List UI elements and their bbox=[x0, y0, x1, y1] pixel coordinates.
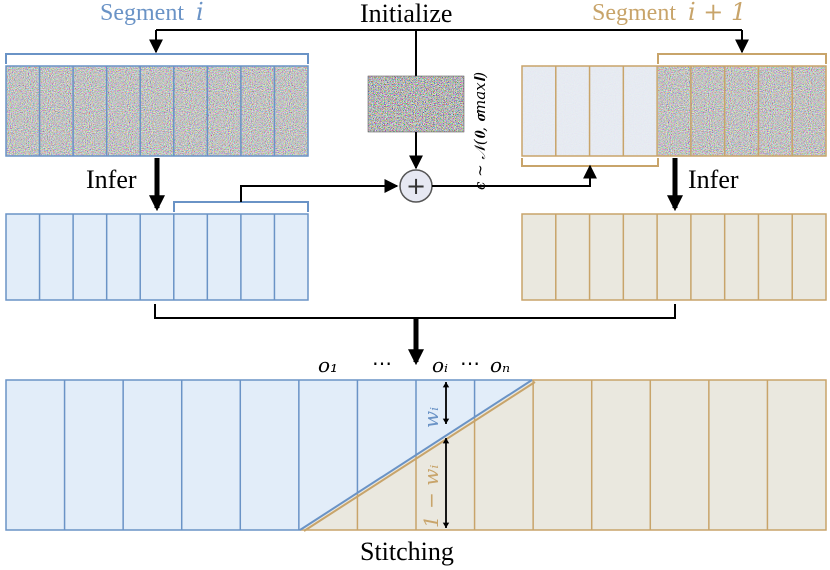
label-one-minus-wi: 1 − wᵢ bbox=[419, 465, 443, 528]
infer-right-label: Infer bbox=[688, 165, 739, 194]
initialize-connector bbox=[149, 29, 749, 76]
segment-i-noisy-frames bbox=[5, 65, 309, 157]
svg-text:+: + bbox=[406, 172, 426, 200]
merge-connector bbox=[154, 304, 676, 319]
label-dots-2: ⋯ bbox=[460, 351, 480, 375]
noise-sample bbox=[367, 75, 465, 133]
segment-i-overlap-bracket bbox=[173, 201, 309, 212]
plus-to-segment-next-arrow bbox=[432, 164, 597, 187]
noise-formula: ϵ ∼ 𝒩(𝟎, 𝛔max𝐈) bbox=[471, 72, 489, 190]
infer-left-label: Infer bbox=[86, 165, 137, 194]
label-dots-1: ⋯ bbox=[372, 351, 392, 375]
segment-next-bottom-bracket bbox=[521, 158, 659, 167]
segment-i-top-bracket bbox=[5, 53, 309, 64]
segment-next-denoised-frames bbox=[521, 213, 827, 301]
label-wi: wᵢ bbox=[419, 407, 443, 428]
segment-i-label: Segment i bbox=[100, 0, 204, 26]
segment-i-denoised-frames bbox=[5, 213, 309, 301]
initialize-label: Initialize bbox=[360, 0, 452, 28]
stitched-frames bbox=[5, 379, 827, 532]
stitching-label: Stitching bbox=[360, 537, 454, 566]
plus-node: + bbox=[399, 169, 433, 203]
label-on: oₙ bbox=[490, 353, 510, 377]
segment-next-top-bracket bbox=[657, 53, 827, 64]
overlap-to-plus-connector bbox=[240, 179, 399, 202]
segment-next-label: Segment i + 1 bbox=[592, 0, 746, 26]
segment-next-noisy-frames bbox=[521, 65, 827, 157]
label-oi: oᵢ bbox=[432, 353, 448, 377]
label-o1: o₁ bbox=[318, 353, 338, 377]
